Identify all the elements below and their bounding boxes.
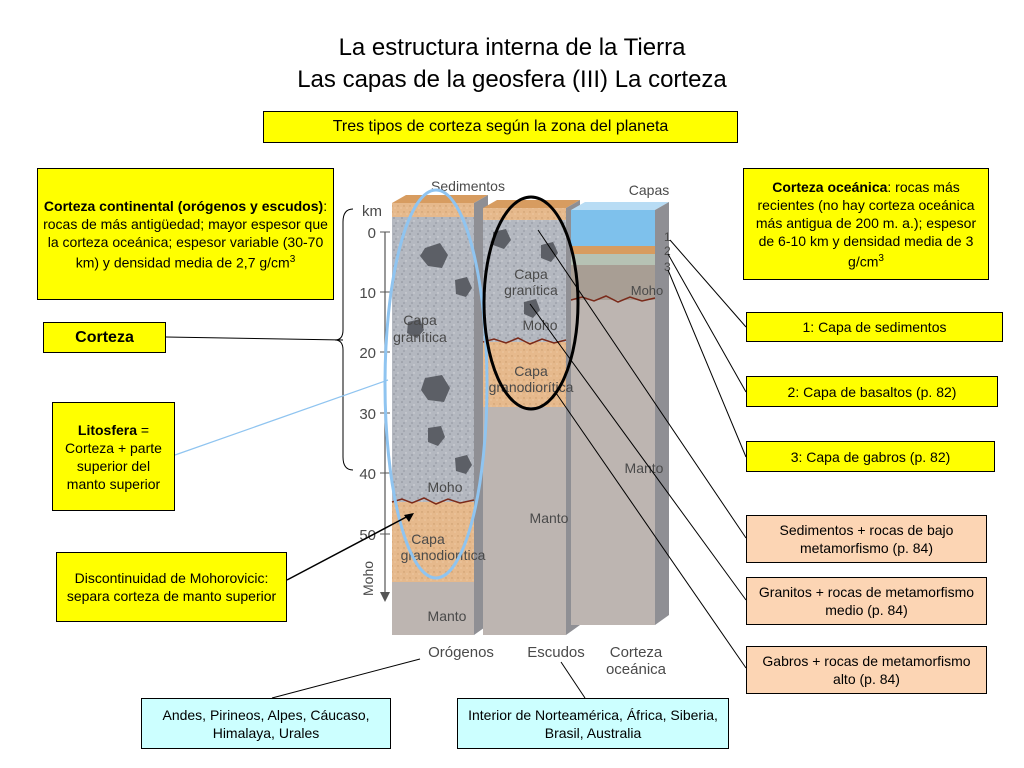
capa-granodioritica-1b: granodiorítica — [401, 547, 486, 563]
oceanic-crust-text: Corteza oceánica: rocas más recientes (n… — [748, 178, 984, 271]
tick-label: 30 — [359, 406, 376, 423]
continental-crust-title: Corteza continental (orógenos y escudos) — [43, 197, 324, 214]
capa-granitica-1b: granítica — [393, 329, 447, 345]
continental-crust-description: : rocas de más antigüedad; mayor espesor… — [43, 197, 328, 271]
capa-granodioritica-2b: granodiorítica — [489, 379, 574, 395]
capas-label: Capas — [629, 182, 669, 198]
ocean-sediment-layer — [571, 246, 655, 254]
granitos-metamorfismo-box: Granitos + rocas de metamorfismo medio (… — [746, 577, 987, 625]
tick-label: 40 — [359, 466, 376, 483]
page-title: La estructura interna de la Tierra — [338, 34, 686, 61]
corteza-box: Corteza — [43, 322, 166, 353]
escudos-examples-text: Interior de Norteamérica, África, Siberi… — [468, 706, 718, 741]
layer-3-text: 3: Capa de gabros (p. 82) — [790, 448, 951, 465]
moho-connector — [286, 513, 413, 581]
moho-3-label: Moho — [631, 283, 664, 298]
mantle-layer — [483, 407, 566, 635]
layer-1-text: 1: Capa de sedimentos — [802, 319, 947, 335]
sedimentos-metamorfismo-box: Sedimentos + rocas de bajo metamorfismo … — [746, 515, 987, 563]
continental-crust-text: Corteza continental (orógenos y escudos)… — [42, 197, 329, 272]
oceanic-crust-description: : rocas más recientes (no hay corteza oc… — [755, 178, 977, 270]
connector-lines — [165, 229, 747, 699]
lithosphere-text: Litosfera = Corteza + parte superior del… — [57, 421, 170, 493]
tick-label: 10 — [359, 285, 376, 302]
continental-crust-box: Corteza continental (orógenos y escudos)… — [37, 168, 334, 300]
lithosphere-description: = Corteza + parte superior del manto sup… — [65, 421, 162, 492]
subtitle-box: Tres tipos de corteza según la zona del … — [263, 111, 738, 143]
granitos-metamorfismo-text: Granitos + rocas de metamorfismo medio (… — [758, 584, 975, 618]
lithosphere-title: Litosfera — [77, 421, 138, 438]
moho-discontinuity-text: Discontinuidad de Mohorovicic: separa co… — [66, 570, 277, 604]
manto-2-label: Manto — [530, 510, 569, 526]
moho-1-label: Moho — [427, 479, 462, 495]
sedimentos-label: Sedimentos — [431, 178, 505, 194]
capa-granodioritica-1a: Capa — [411, 531, 445, 547]
layer-number-1: 1 — [664, 230, 671, 244]
oceanic-crust-sup: 3 — [878, 252, 884, 264]
escudos-label: Escudos — [527, 644, 585, 661]
layer-2-text: 2: Capa de basaltos (p. 82) — [787, 383, 957, 400]
mantle-layer — [392, 582, 474, 635]
layer-1-box: 1: Capa de sedimentos — [746, 312, 1003, 342]
subtitle-text: Tres tipos de corteza según la zona del … — [332, 118, 669, 135]
manto-3-label: Manto — [625, 460, 664, 476]
moho-axis-label: Moho — [360, 561, 376, 596]
capa-granitica-2a: Capa — [514, 266, 548, 282]
moho-discontinuity-box: Discontinuidad de Mohorovicic: separa co… — [56, 552, 287, 622]
basalt-layer — [571, 254, 655, 265]
layer-3-box: 3: Capa de gabros (p. 82) — [746, 441, 995, 472]
continental-crust-sup: 3 — [289, 253, 296, 265]
gabros-metamorfismo-box: Gabros + rocas de metamorfismo alto (p. … — [746, 646, 987, 694]
layer-number-3: 3 — [664, 260, 671, 274]
gabbro-layer — [571, 265, 655, 300]
capa-granodioritica-2a: Capa — [514, 363, 548, 379]
mantle-layer — [571, 300, 655, 625]
arrow-head — [404, 513, 414, 522]
oceanic-crust-box: Corteza oceánica: rocas más recientes (n… — [743, 168, 989, 280]
orogenos-label: Orógenos — [428, 644, 494, 661]
corteza-oceanica-label-b: oceánica — [606, 661, 667, 678]
capa-granitica-2b: granítica — [504, 282, 558, 298]
moho-2-label: Moho — [522, 317, 557, 333]
corteza-label: Corteza — [75, 328, 134, 346]
sedimentos-metamorfismo-text: Sedimentos + rocas de bajo metamorfismo … — [779, 522, 954, 556]
tick-label: 20 — [359, 345, 376, 362]
escudos-examples-box: Interior de Norteamérica, África, Siberi… — [457, 698, 729, 749]
page-subtitle-line: Las capas de la geosfera (III) La cortez… — [297, 66, 727, 93]
column-oceanica — [570, 202, 669, 625]
tick-label: 50 — [359, 527, 376, 544]
lithosphere-connector — [174, 379, 389, 456]
manto-1-label: Manto — [428, 608, 467, 624]
escudos-ellipse — [482, 195, 580, 411]
lithosphere-box: Litosfera = Corteza + parte superior del… — [52, 402, 175, 511]
tick-label: 0 — [368, 225, 376, 242]
oceanic-crust-title: Corteza oceánica — [772, 178, 888, 195]
column-orogenos — [391, 195, 488, 635]
layer-2-box: 2: Capa de basaltos (p. 82) — [746, 376, 998, 407]
water-layer — [571, 210, 655, 246]
gabros-metamorfismo-text: Gabros + rocas de metamorfismo alto (p. … — [762, 653, 971, 687]
corteza-oceanica-label-a: Corteza — [610, 644, 663, 661]
orogenos-examples-box: Andes, Pirineos, Alpes, Cáucaso, Himalay… — [141, 698, 391, 749]
layer-number-2: 2 — [664, 244, 671, 258]
orogenos-examples-text: Andes, Pirineos, Alpes, Cáucaso, Himalay… — [162, 706, 370, 741]
lithosphere-ellipse — [383, 188, 489, 580]
km-label: km — [362, 203, 382, 220]
capa-granitica-1a: Capa — [403, 312, 437, 328]
